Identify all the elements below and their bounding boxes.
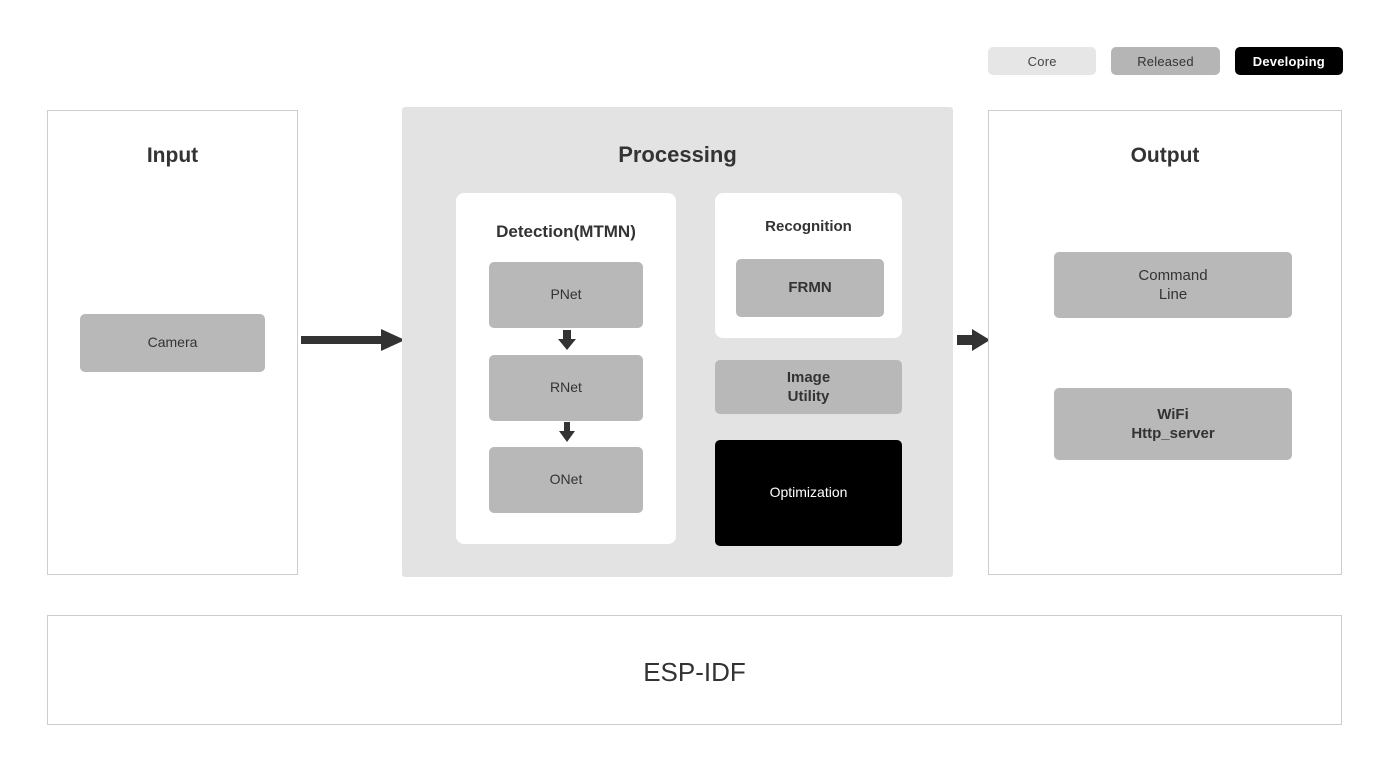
arrow-rnet-to-onet-icon: [558, 422, 576, 442]
esp-idf-panel: ESP-IDF: [47, 615, 1342, 725]
legend-badge-developing[interactable]: Developing: [1234, 47, 1343, 75]
recognition-card-title: Recognition: [765, 218, 852, 235]
node-frmn[interactable]: FRMN: [736, 259, 884, 317]
legend-label-released: Released: [1137, 53, 1194, 69]
arrow-processing-to-output-icon: [957, 328, 990, 352]
arrow-input-to-processing-icon: [301, 327, 405, 353]
node-pnet-label: PNet: [550, 286, 582, 303]
legend-label-developing: Developing: [1252, 53, 1325, 69]
node-camera-label: Camera: [147, 334, 198, 351]
arrow-pnet-to-rnet-icon: [557, 330, 577, 350]
node-frmn-label: FRMN: [788, 279, 832, 297]
node-rnet-label: RNet: [550, 379, 582, 396]
legend: Core Released Developing: [988, 47, 1343, 75]
recognition-card: Recognition FRMN: [715, 193, 902, 338]
processing-panel: Processing Detection(MTMN) PNet RNet: [402, 107, 953, 577]
input-panel: Input Camera: [47, 110, 298, 575]
processing-panel-title: Processing: [618, 142, 737, 167]
legend-badge-core[interactable]: Core: [988, 47, 1097, 75]
node-onet-label: ONet: [549, 471, 583, 488]
node-camera[interactable]: Camera: [80, 314, 265, 372]
legend-badge-released[interactable]: Released: [1111, 47, 1220, 75]
input-panel-title: Input: [146, 144, 199, 167]
esp-idf-title: ESP-IDF: [643, 657, 746, 687]
node-optimization-label: Optimization: [769, 484, 848, 501]
node-optimization[interactable]: Optimization: [715, 440, 902, 546]
node-onet[interactable]: ONet: [489, 447, 643, 513]
legend-label-core: Core: [1027, 53, 1057, 69]
node-pnet[interactable]: PNet: [489, 262, 643, 328]
output-panel-title: Output: [1130, 144, 1200, 167]
detection-card: Detection(MTMN) PNet RNet ONet: [456, 193, 676, 544]
node-rnet[interactable]: RNet: [489, 355, 643, 421]
detection-card-title: Detection(MTMN): [496, 222, 636, 241]
